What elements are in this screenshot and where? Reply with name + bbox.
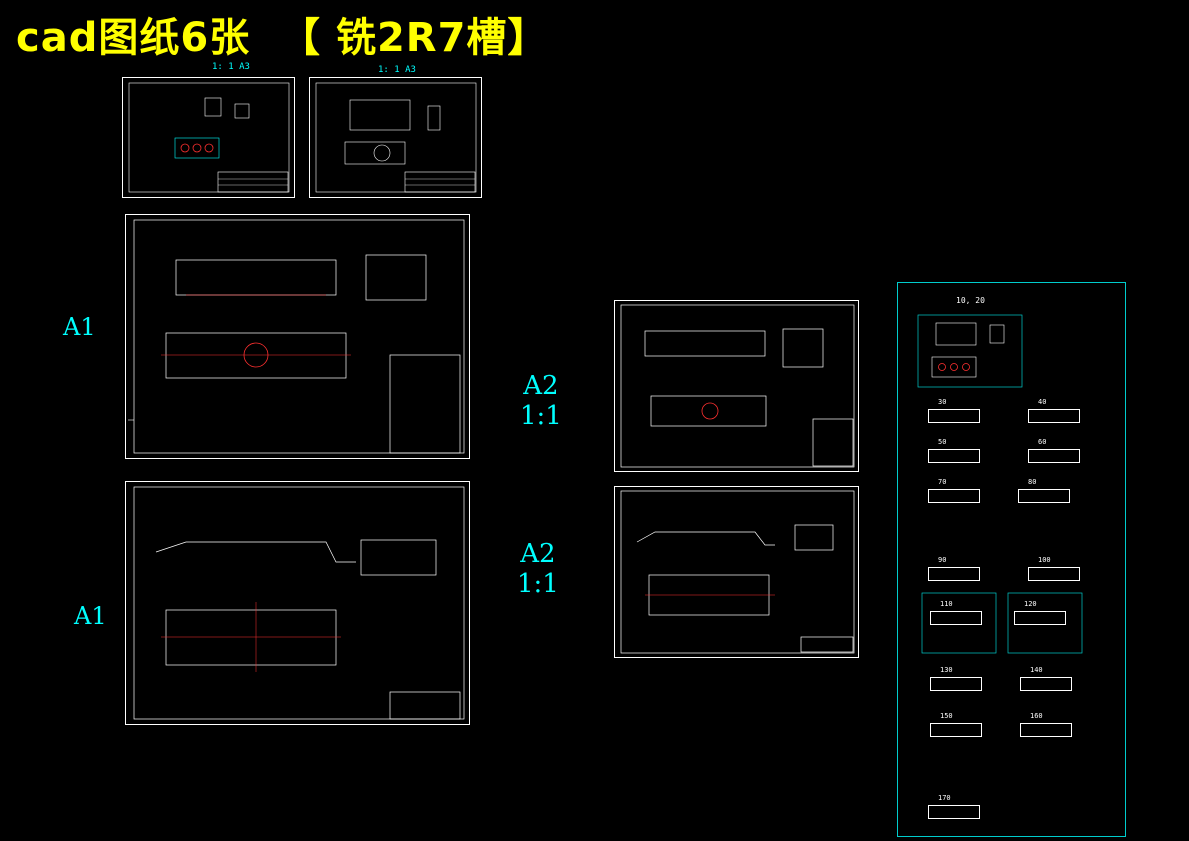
process-op-sketch xyxy=(928,567,980,581)
process-op-sketch xyxy=(928,805,980,819)
process-op-sketch xyxy=(928,489,980,503)
sheet-size-label-a2-bottom: A2 1:1 xyxy=(517,539,559,599)
fixture-drawing-graphic xyxy=(315,82,477,193)
process-op-sketch xyxy=(1028,567,1080,581)
process-op-sketch xyxy=(1020,723,1072,737)
drawing-sheet-a3-part[interactable] xyxy=(122,77,295,198)
drawing-sheet-a1-base[interactable] xyxy=(125,481,470,725)
process-op-label: 170 xyxy=(938,794,951,802)
a2-assembly-graphic xyxy=(620,304,855,468)
process-op-label: 130 xyxy=(940,666,953,674)
process-op-label: 140 xyxy=(1030,666,1043,674)
process-op-label: 150 xyxy=(940,712,953,720)
process-card-graphic xyxy=(917,314,1083,654)
drawing-sheet-a2-base[interactable] xyxy=(614,486,859,658)
process-op-label: 60 xyxy=(1038,438,1047,446)
process-card-panel[interactable]: 10, 20 30 40 50 60 70 80 90 100 110 120 130 140 150 1… xyxy=(897,282,1126,837)
base-drawing-graphic xyxy=(133,486,465,720)
process-op-sketch xyxy=(930,611,982,625)
process-op-label: 110 xyxy=(940,600,953,608)
process-op-label: 160 xyxy=(1030,712,1043,720)
drawing-sheet-a2-assembly[interactable] xyxy=(614,300,859,472)
process-op-sketch xyxy=(930,677,982,691)
process-op-sketch xyxy=(1014,611,1066,625)
process-op-label: 100 xyxy=(1038,556,1051,564)
process-op-sketch xyxy=(1028,449,1080,463)
drawing-sheet-a1-assembly[interactable] xyxy=(125,214,470,459)
sheet1-scale-label: 1: 1 A3 xyxy=(212,62,250,72)
process-op-label: 120 xyxy=(1024,600,1037,608)
process-op-sketch xyxy=(1020,677,1072,691)
process-op-sketch xyxy=(928,449,980,463)
process-op-sketch xyxy=(928,409,980,423)
sheet-size-label-a2-top: A2 1:1 xyxy=(520,371,562,431)
process-op-sketch xyxy=(1018,489,1070,503)
a2-base-graphic xyxy=(620,490,855,654)
drawing-sheet-a3-fixture[interactable] xyxy=(309,77,482,198)
process-label-top: 10, 20 xyxy=(956,296,985,305)
process-op-label: 80 xyxy=(1028,478,1037,486)
sheet-size-label-a1-top: A1 xyxy=(63,313,96,341)
assembly-drawing-graphic xyxy=(128,219,465,454)
process-op-label: 90 xyxy=(938,556,947,564)
process-op-label: 70 xyxy=(938,478,947,486)
sheet2-scale-label: 1: 1 A3 xyxy=(378,65,416,75)
process-op-label: 50 xyxy=(938,438,947,446)
process-op-sketch xyxy=(1028,409,1080,423)
process-op-label: 30 xyxy=(938,398,947,406)
sheet-size-label-a1-bottom: A1 xyxy=(74,602,107,630)
page-title: cad图纸6张 【 铣2R7槽】 xyxy=(16,15,549,61)
process-op-sketch xyxy=(930,723,982,737)
part-drawing-graphic xyxy=(128,82,290,193)
process-op-label: 40 xyxy=(1038,398,1047,406)
